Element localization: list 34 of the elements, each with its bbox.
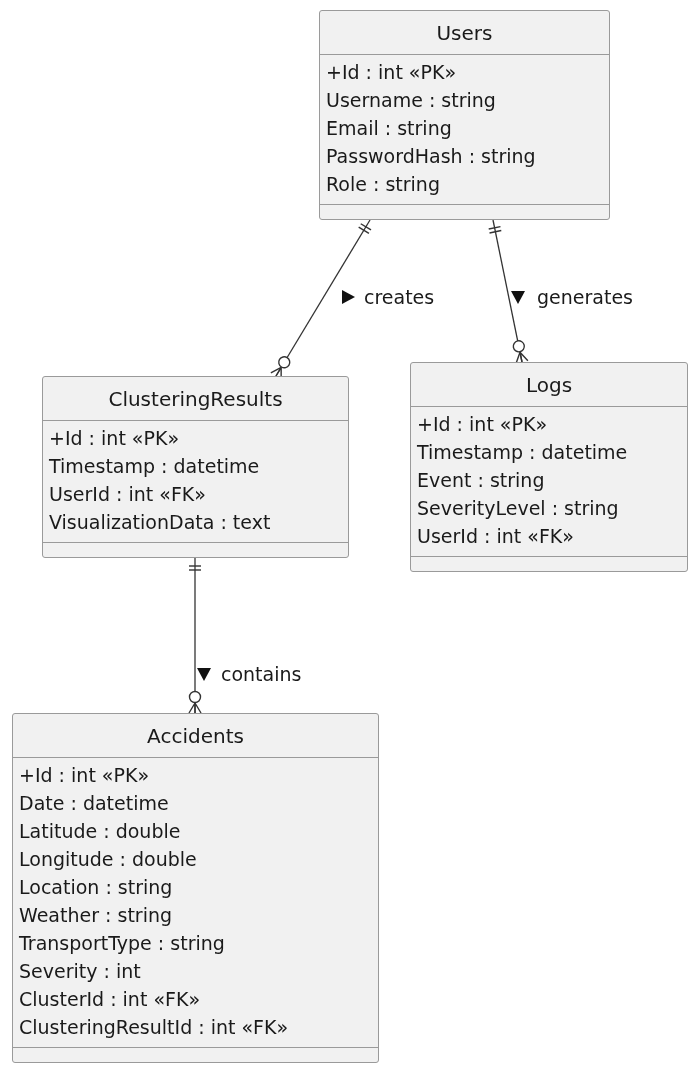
entity-name: Logs <box>525 371 573 399</box>
attribute-text: SeverityLevel : string <box>417 496 620 521</box>
entity-box <box>410 362 688 572</box>
attribute-text: Event : string <box>417 468 546 493</box>
attribute-text: Severity : int <box>19 959 142 984</box>
attribute-text: Latitude : double <box>19 819 182 844</box>
attribute-text: Timestamp : datetime <box>49 454 261 479</box>
attribute-text: VisualizationData : text <box>49 510 272 535</box>
attribute-text: Email : string <box>326 116 453 141</box>
attribute-text: ClusteringResultId : int «FK» <box>19 1015 290 1040</box>
attribute-text: PasswordHash : string <box>326 144 537 169</box>
attribute-text: +Id : int «PK» <box>19 763 151 788</box>
attribute-text: Date : datetime <box>19 791 170 816</box>
attribute-text: +Id : int «PK» <box>326 60 458 85</box>
attribute-text: UserId : int «FK» <box>49 482 207 507</box>
entity-name: ClusteringResults <box>108 385 283 413</box>
attribute-text: Location : string <box>19 875 174 900</box>
entity-box <box>12 713 379 1063</box>
relationship-line <box>488 219 529 364</box>
entity-box <box>319 10 610 220</box>
attribute-text: +Id : int «PK» <box>49 426 181 451</box>
entity-name: Accidents <box>147 722 244 750</box>
attribute-text: Weather : string <box>19 903 174 928</box>
attribute-text: Username : string <box>326 88 497 113</box>
attribute-text: Longitude : double <box>19 847 198 872</box>
attribute-text: Role : string <box>326 172 441 197</box>
entity-name: Users <box>436 19 493 47</box>
attribute-text: TransportType : string <box>19 931 226 956</box>
entity-box <box>42 376 349 558</box>
attribute-text: +Id : int «PK» <box>417 412 549 437</box>
attribute-text: UserId : int «FK» <box>417 524 575 549</box>
attribute-text: ClusterId : int «FK» <box>19 987 202 1012</box>
attribute-text: Timestamp : datetime <box>417 440 629 465</box>
relationship-line <box>188 557 202 714</box>
